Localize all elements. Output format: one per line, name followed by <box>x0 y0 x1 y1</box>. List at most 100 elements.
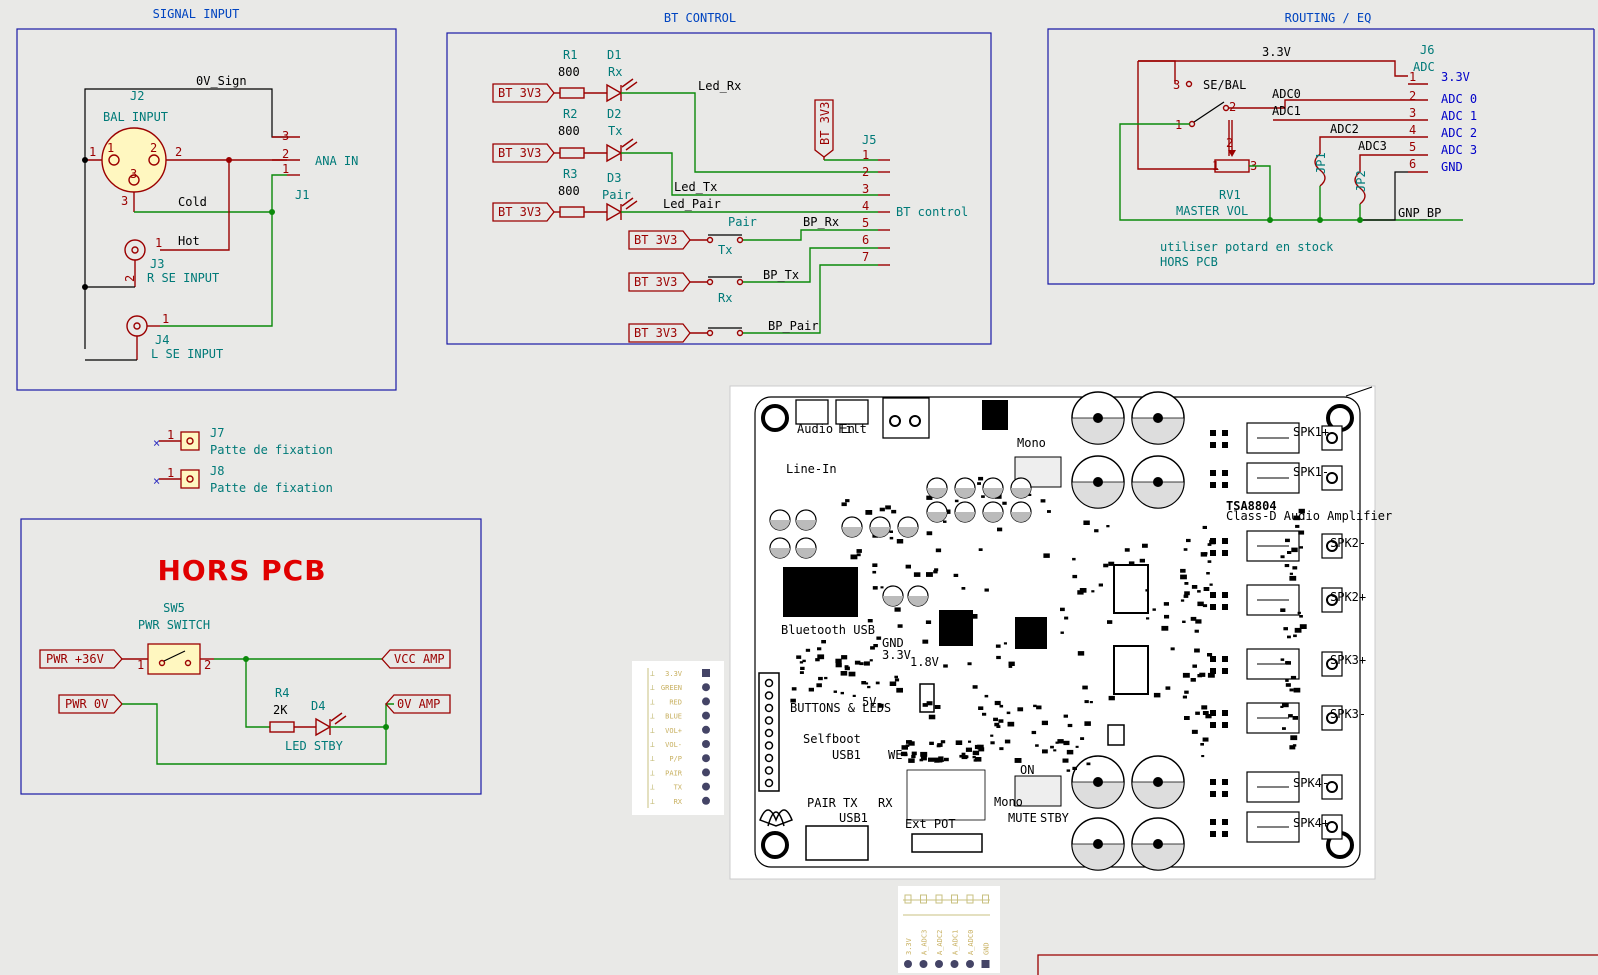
svg-text:STBY: STBY <box>1040 811 1070 825</box>
svg-text:BP_Pair: BP_Pair <box>768 319 819 333</box>
j2-value: BAL INPUT <box>103 110 168 124</box>
bt-control-title: BT CONTROL <box>664 11 736 25</box>
svg-text:3: 3 <box>121 194 128 208</box>
svg-text:⊥: ⊥ <box>650 740 655 749</box>
svg-text:1: 1 <box>162 312 169 326</box>
connector-pin-label: P/P <box>669 755 682 763</box>
svg-text:ADC0: ADC0 <box>1272 87 1301 101</box>
svg-text:VCC AMP: VCC AMP <box>394 652 445 666</box>
svg-text:Rx: Rx <box>608 65 622 79</box>
svg-text:×: × <box>153 474 160 488</box>
svg-text:TX: TX <box>843 796 858 810</box>
xlr-connector-symbol <box>102 128 166 192</box>
svg-text:BT control: BT control <box>896 205 968 219</box>
svg-text:J8: J8 <box>210 464 224 478</box>
power-block: HORS PCB SW5 PWR SWITCH PWR +36V 1 2 VCC… <box>21 519 481 794</box>
j5-connector: J5 1 2 3 4 5 6 7 BT control <box>862 133 968 265</box>
svg-text:WE: WE <box>888 748 902 762</box>
svg-text:D2: D2 <box>607 107 621 121</box>
j4-ref: J4 <box>155 333 169 347</box>
svg-text:SPK2+: SPK2+ <box>1330 590 1366 604</box>
svg-text:1: 1 <box>137 658 144 672</box>
svg-text:Ext POT: Ext POT <box>905 817 956 831</box>
svg-text:GND: GND <box>1441 160 1463 174</box>
rv1-pot-symbol <box>1215 160 1249 172</box>
svg-text:BT 3V3: BT 3V3 <box>498 146 541 160</box>
svg-text:2: 2 <box>123 275 137 282</box>
svg-text:BT 3V3: BT 3V3 <box>634 326 677 340</box>
svg-text:2: 2 <box>862 165 869 179</box>
svg-text:2: 2 <box>1409 89 1416 103</box>
connector-pin-label: A_ADC3 <box>921 930 929 955</box>
pcb-render-image: TSA8804 Class-D Audio Amplifier Audio En… <box>730 386 1392 879</box>
svg-text:⊥: ⊥ <box>650 712 655 721</box>
connector-pin-label: RED <box>669 698 682 706</box>
svg-text:MASTER VOL: MASTER VOL <box>1176 204 1248 218</box>
connector-pin-label: A_ADC2 <box>936 930 944 955</box>
svg-text:5V: 5V <box>862 695 876 709</box>
signal-input-title: SIGNAL INPUT <box>153 7 240 21</box>
svg-text:ADC2: ADC2 <box>1330 122 1359 136</box>
svg-text:7: 7 <box>862 250 869 264</box>
hors-pcb-title: HORS PCB <box>157 554 326 587</box>
svg-text:Pair: Pair <box>602 188 631 202</box>
svg-text:ON: ON <box>1020 763 1034 777</box>
net-hot: Hot <box>178 234 200 248</box>
svg-text:3: 3 <box>1409 106 1416 120</box>
svg-text:SPK2-: SPK2- <box>1330 536 1366 550</box>
svg-text:J7: J7 <box>210 426 224 440</box>
routing-note: utiliser potard en stock <box>1160 240 1334 254</box>
svg-text:LED STBY: LED STBY <box>285 739 344 753</box>
svg-text:⊥: ⊥ <box>650 754 655 763</box>
bt-control-block: BT CONTROL BT 3V3 R1 800 D1 Rx Led_Rx BT… <box>447 11 991 344</box>
svg-text:Filt: Filt <box>838 422 867 436</box>
main-soc-chip <box>783 567 858 617</box>
svg-text:6: 6 <box>1409 157 1416 171</box>
sheet-frame-corner <box>1038 955 1598 975</box>
svg-text:SPK4+: SPK4+ <box>1293 816 1329 830</box>
svg-text:1: 1 <box>1175 118 1182 132</box>
capacitor <box>1132 392 1184 444</box>
svg-text:SPK3-: SPK3- <box>1330 707 1366 721</box>
svg-text:⊥: ⊥ <box>650 683 655 692</box>
connector-pin-label: TX <box>674 784 683 792</box>
svg-text:2: 2 <box>1226 136 1233 150</box>
svg-text:Rx: Rx <box>718 291 732 305</box>
svg-text:Mono: Mono <box>994 795 1023 809</box>
svg-text:SPK3+: SPK3+ <box>1330 653 1366 667</box>
capacitor <box>1072 756 1124 808</box>
routing-eq-block: ROUTING / EQ 3.3V 3 SE/BAL 1 2 ADC0 ADC1… <box>1048 11 1594 284</box>
svg-text:1: 1 <box>282 162 289 176</box>
routing-title: ROUTING / EQ <box>1285 11 1372 25</box>
svg-text:ADC: ADC <box>1413 60 1435 74</box>
svg-text:Mono: Mono <box>1017 436 1046 450</box>
svg-text:⊥: ⊥ <box>650 669 655 678</box>
connector-pin-label: A_ADC0 <box>967 930 975 955</box>
svg-text:BT 3V3: BT 3V3 <box>818 102 832 145</box>
svg-text:⊥: ⊥ <box>650 726 655 735</box>
connector-pin-label: GND <box>983 942 991 955</box>
svg-text:MUTE: MUTE <box>1008 811 1037 825</box>
svg-text:6: 6 <box>862 233 869 247</box>
j3-value: R SE INPUT <box>147 271 219 285</box>
svg-text:Bluetooth USB: Bluetooth USB <box>781 623 875 637</box>
svg-text:⊥: ⊥ <box>650 697 655 706</box>
svg-text:RX: RX <box>878 796 893 810</box>
capacitor <box>1072 456 1124 508</box>
svg-text:ADC1: ADC1 <box>1272 104 1301 118</box>
svg-text:1.8V: 1.8V <box>910 655 939 669</box>
routing-note-hors-pcb: HORS PCB <box>1160 255 1218 269</box>
svg-text:⊥: ⊥ <box>650 768 655 777</box>
svg-text:5: 5 <box>1409 140 1416 154</box>
connector-pin-label: PAIR <box>665 769 683 777</box>
svg-text:J6: J6 <box>1420 43 1434 57</box>
svg-text:ADC 2: ADC 2 <box>1441 126 1477 140</box>
svg-text:1: 1 <box>167 466 174 480</box>
capacitor <box>1072 818 1124 870</box>
svg-text:BT 3V3: BT 3V3 <box>634 275 677 289</box>
svg-text:800: 800 <box>558 184 580 198</box>
svg-text:JP1: JP1 <box>1314 152 1328 174</box>
svg-text:USB1: USB1 <box>839 811 868 825</box>
connector-pin-label: A_ADC1 <box>952 930 960 955</box>
svg-text:5: 5 <box>862 216 869 230</box>
